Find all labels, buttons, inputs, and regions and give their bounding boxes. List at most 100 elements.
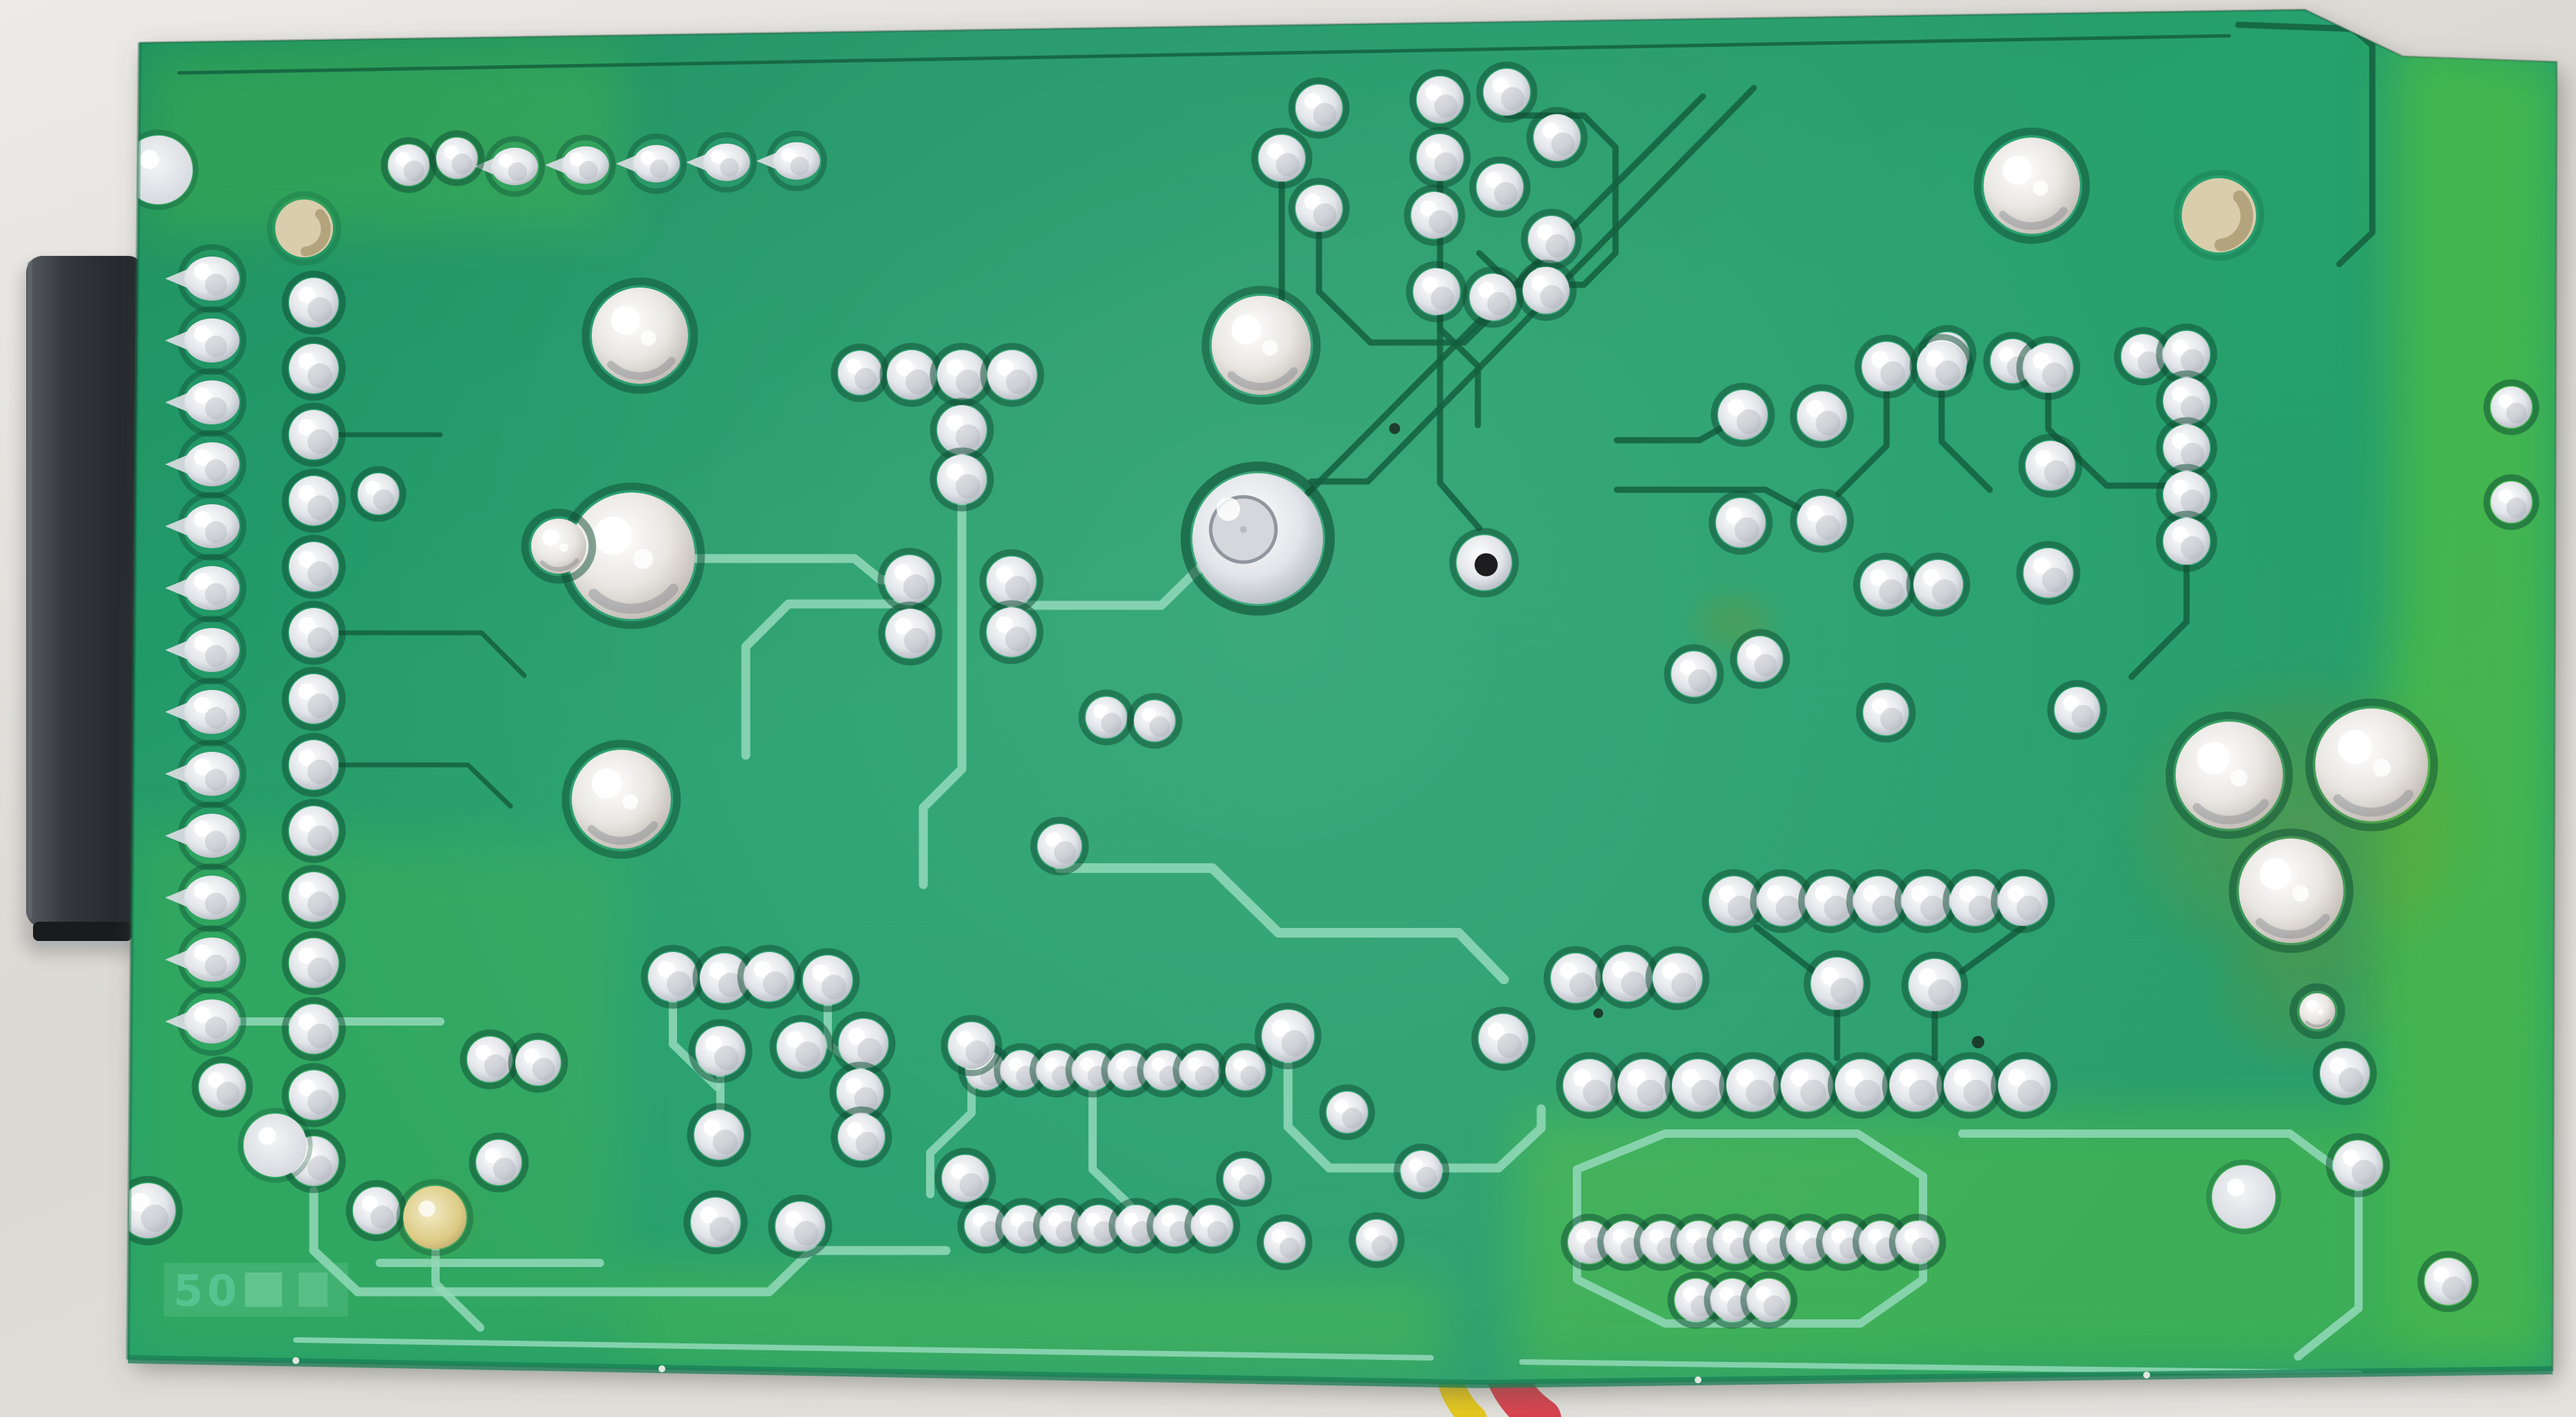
solder-pad bbox=[1595, 944, 1660, 1009]
solder-pad bbox=[1288, 77, 1350, 139]
solder-pad bbox=[2156, 510, 2218, 572]
edge-chip bbox=[1695, 1376, 1702, 1383]
solder-pad-teardrop bbox=[165, 306, 246, 375]
solder-pad bbox=[1645, 946, 1710, 1010]
solder-pad bbox=[1393, 1143, 1450, 1200]
solder-pads-layer bbox=[128, 61, 2540, 1329]
solder-pad bbox=[830, 343, 890, 402]
marking-text: 50 bbox=[173, 1266, 241, 1316]
solder-pad bbox=[1710, 382, 1775, 447]
solder-pad bbox=[1790, 384, 1854, 448]
connector-foot bbox=[33, 922, 132, 941]
solder-pad bbox=[1146, 1198, 1203, 1254]
solder-pad-teardrop bbox=[756, 131, 827, 191]
marking-block bbox=[299, 1273, 328, 1307]
marking-block bbox=[245, 1273, 282, 1307]
solder-pad-teardrop bbox=[165, 801, 246, 870]
solder-pad bbox=[1556, 1052, 1623, 1119]
solder-pad-teardrop bbox=[165, 554, 246, 623]
solder-pad bbox=[1078, 689, 1135, 746]
solder-blob-large bbox=[2165, 711, 2293, 839]
board-bottom-edge bbox=[127, 1355, 2553, 1389]
solder-pad bbox=[2483, 379, 2540, 435]
solder-pad bbox=[281, 997, 346, 1061]
solder-pad bbox=[1901, 951, 1968, 1019]
solder-pad-teardrop bbox=[165, 368, 246, 437]
solder-pad bbox=[2312, 1041, 2377, 1105]
solder-pad bbox=[1406, 261, 1468, 323]
solder-pad bbox=[1803, 950, 1871, 1017]
solder-pad bbox=[1126, 693, 1183, 749]
copper-trace-light bbox=[919, 499, 967, 889]
solder-pad bbox=[1462, 266, 1524, 328]
solder-pad bbox=[345, 1180, 407, 1242]
solder-pad bbox=[1172, 1043, 1227, 1098]
copper-trace-light bbox=[431, 1245, 484, 1332]
solder-pad bbox=[979, 600, 1044, 664]
solder-pad bbox=[281, 799, 346, 863]
solder-pad bbox=[831, 1011, 896, 1076]
lime-pour bbox=[2374, 34, 2557, 1370]
traces-dark bbox=[177, 21, 2376, 1061]
solder-pad bbox=[930, 447, 994, 512]
board-spot bbox=[1389, 423, 1400, 434]
edge-chip bbox=[658, 1365, 665, 1372]
solder-pad bbox=[1543, 946, 1608, 1010]
large-flat-pad bbox=[2206, 1159, 2282, 1235]
solder-pad bbox=[2417, 1251, 2479, 1312]
solder-pad bbox=[1790, 488, 1854, 553]
solder-pad bbox=[350, 466, 407, 522]
solder-blob-large bbox=[2229, 828, 2354, 953]
solder-pad bbox=[281, 270, 346, 335]
solder-blob bbox=[1201, 285, 1321, 405]
solder-blob bbox=[521, 508, 597, 584]
solder-pad bbox=[281, 931, 346, 995]
solder-pad-teardrop bbox=[165, 492, 246, 561]
copper-trace-dark bbox=[1959, 924, 2026, 975]
solder-pad bbox=[1469, 156, 1531, 218]
solder-pad bbox=[281, 1063, 346, 1127]
solder-pad bbox=[1909, 334, 1974, 398]
solder-pad bbox=[2047, 680, 2107, 740]
solder-pad-teardrop bbox=[165, 987, 246, 1056]
flux-tinted-pad bbox=[396, 1179, 473, 1256]
solder-pad bbox=[1853, 552, 1918, 617]
solder-pad bbox=[737, 944, 802, 1009]
solder-pad bbox=[1854, 334, 1919, 399]
board-surface: 50 bbox=[128, 10, 2557, 1384]
solder-pad bbox=[1471, 1006, 1536, 1071]
large-flat-pad bbox=[128, 129, 199, 210]
copper-trace-light bbox=[309, 1187, 951, 1297]
solder-pad bbox=[1251, 127, 1313, 189]
solder-pad-teardrop bbox=[165, 244, 246, 313]
solder-blob-large bbox=[2305, 698, 2438, 832]
solder-pad bbox=[1906, 552, 1971, 617]
copper-trace-dark bbox=[2235, 21, 2376, 268]
solder-pad bbox=[1319, 1084, 1375, 1140]
solder-pad-teardrop bbox=[616, 133, 687, 194]
solder-pad bbox=[2016, 336, 2081, 400]
solder-pad bbox=[128, 1176, 183, 1246]
solder-pad bbox=[1409, 69, 1471, 131]
connector-body bbox=[26, 256, 144, 927]
copper-trace-dark bbox=[336, 630, 527, 678]
solder-pad bbox=[1216, 1151, 1272, 1207]
solder-pad bbox=[508, 1032, 568, 1093]
solder-pad bbox=[281, 667, 346, 731]
copper-trace-dark bbox=[2128, 562, 2190, 680]
solder-pad bbox=[469, 1132, 529, 1193]
solder-pad bbox=[979, 549, 1044, 614]
solder-pad bbox=[687, 1103, 751, 1167]
solder-pad bbox=[692, 946, 757, 1010]
solder-pad bbox=[281, 865, 346, 929]
solder-pad bbox=[1256, 1214, 1313, 1270]
board-spot bbox=[1972, 1036, 1984, 1048]
solder-pad-teardrop bbox=[165, 616, 246, 684]
board-left-edge bbox=[126, 42, 142, 1360]
solder-pad bbox=[1664, 1052, 1732, 1119]
solder-pad bbox=[1708, 490, 1773, 555]
solder-blob bbox=[2289, 983, 2346, 1039]
connector-edge-highlight bbox=[39, 941, 127, 947]
